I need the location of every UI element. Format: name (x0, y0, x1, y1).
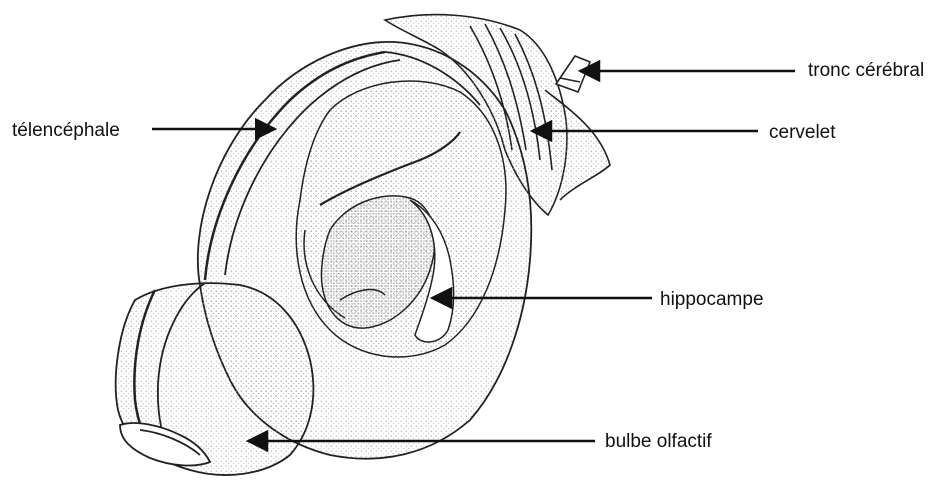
label-hippocampe: hippocampe (660, 290, 764, 309)
label-cervelet: cervelet (769, 123, 836, 142)
olfactory-bulb-shape (116, 283, 314, 475)
label-tronc-cerebral: tronc cérébral (808, 61, 924, 80)
brainstem-shape (556, 56, 590, 92)
label-telencephale: télencéphale (12, 121, 120, 140)
label-bulbe-olfactif: bulbe olfactif (605, 432, 712, 451)
